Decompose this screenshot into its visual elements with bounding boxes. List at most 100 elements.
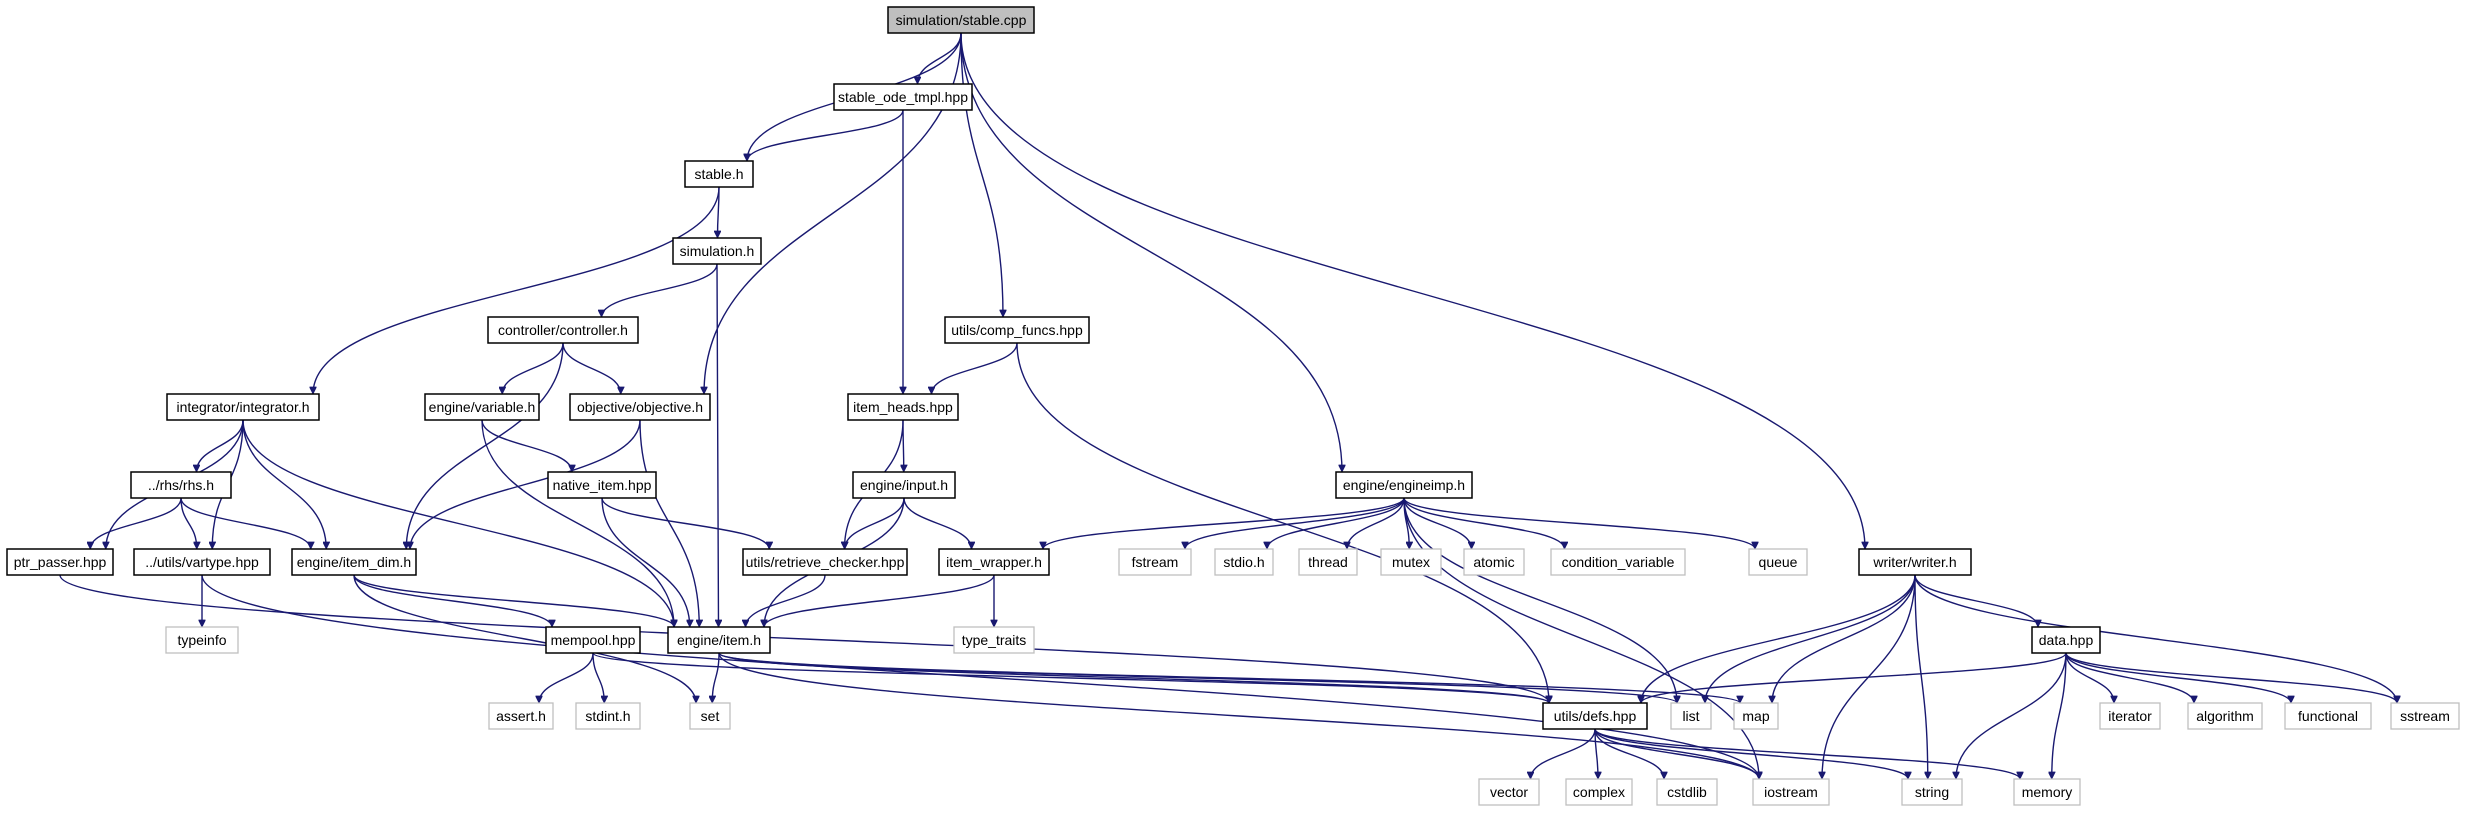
node-label: sstream <box>2400 708 2450 724</box>
node-item-h[interactable]: engine/item.h <box>667 626 771 654</box>
edge-stable_ode-to-stable_h <box>747 109 904 161</box>
edge-retrieve-to-item_h <box>746 574 826 627</box>
edge-engineimp-to-list <box>1403 497 1677 703</box>
node-label: set <box>701 708 720 724</box>
node-root[interactable]: simulation/stable.cpp <box>887 6 1035 34</box>
node-atomic[interactable]: atomic <box>1463 548 1525 576</box>
node-input[interactable]: engine/input.h <box>852 471 956 499</box>
node-box <box>742 548 908 576</box>
node-algorithm[interactable]: algorithm <box>2187 702 2263 730</box>
node-box <box>424 393 540 421</box>
node-objective[interactable]: objective/objective.h <box>569 393 711 421</box>
node-complex[interactable]: complex <box>1565 778 1633 806</box>
node-label: stdint.h <box>585 708 630 724</box>
node-iostream[interactable]: iostream <box>1752 778 1830 806</box>
node-memory[interactable]: memory <box>2013 778 2081 806</box>
node-label: engine/item_dim.h <box>297 554 411 570</box>
node-label: ../rhs/rhs.h <box>148 477 214 493</box>
node-typeinfo[interactable]: typeinfo <box>165 626 239 654</box>
node-box <box>487 316 639 344</box>
node-label: writer/writer.h <box>1872 554 1956 570</box>
node-stdio[interactable]: stdio.h <box>1214 548 1274 576</box>
node-condvar[interactable]: condition_variable <box>1550 548 1686 576</box>
node-label: stable.h <box>694 166 743 182</box>
node-box <box>130 471 232 499</box>
node-label: queue <box>1759 554 1798 570</box>
node-box <box>2390 702 2460 730</box>
node-box <box>852 471 956 499</box>
node-item-dim[interactable]: engine/item_dim.h <box>291 548 417 576</box>
node-comp-funcs[interactable]: utils/comp_funcs.hpp <box>944 316 1090 344</box>
edge-engineimp-to-stdio <box>1267 497 1405 549</box>
edge-variable-to-item_h <box>481 419 674 627</box>
node-label: cstdlib <box>1667 784 1707 800</box>
node-writer[interactable]: writer/writer.h <box>1858 548 1972 576</box>
node-label: ptr_passer.hpp <box>14 554 107 570</box>
node-label: assert.h <box>496 708 546 724</box>
node-variable[interactable]: engine/variable.h <box>424 393 540 421</box>
node-box <box>545 626 641 654</box>
node-cstdlib[interactable]: cstdlib <box>1656 778 1718 806</box>
node-label: controller/controller.h <box>498 322 628 338</box>
edge-engineimp-to-item_wrapper <box>1043 497 1405 549</box>
node-box <box>569 393 711 421</box>
node-string[interactable]: string <box>1901 778 1963 806</box>
node-label: engine/item.h <box>677 632 761 648</box>
node-type-traits[interactable]: type_traits <box>953 626 1035 654</box>
node-engineimp[interactable]: engine/engineimp.h <box>1335 471 1473 499</box>
node-integrator[interactable]: integrator/integrator.h <box>166 393 320 421</box>
node-label: mutex <box>1392 554 1430 570</box>
node-stdint-h[interactable]: stdint.h <box>575 702 641 730</box>
node-mempool[interactable]: mempool.hpp <box>545 626 641 654</box>
node-defs[interactable]: utils/defs.hpp <box>1542 702 1648 730</box>
node-box <box>1733 702 1779 730</box>
node-box <box>1901 778 1963 806</box>
node-item-heads[interactable]: item_heads.hpp <box>847 393 959 421</box>
node-set[interactable]: set <box>689 702 731 730</box>
node-box <box>291 548 417 576</box>
node-sstream[interactable]: sstream <box>2390 702 2460 730</box>
node-label: list <box>1682 708 1699 724</box>
node-label: type_traits <box>962 632 1027 648</box>
node-data-hpp[interactable]: data.hpp <box>2031 626 2101 654</box>
node-box <box>944 316 1090 344</box>
node-list[interactable]: list <box>1670 702 1712 730</box>
node-vector[interactable]: vector <box>1478 778 1540 806</box>
node-rhs[interactable]: ../rhs/rhs.h <box>130 471 232 499</box>
node-fstream[interactable]: fstream <box>1118 548 1192 576</box>
node-queue[interactable]: queue <box>1748 548 1808 576</box>
node-label: utils/comp_funcs.hpp <box>951 322 1083 338</box>
node-ptr-passer[interactable]: ptr_passer.hpp <box>6 548 114 576</box>
node-iterator[interactable]: iterator <box>2099 702 2161 730</box>
node-thread[interactable]: thread <box>1298 548 1358 576</box>
edge-engineimp-to-atomic <box>1403 497 1472 549</box>
node-label: vector <box>1490 784 1528 800</box>
node-item-wrapper[interactable]: item_wrapper.h <box>938 548 1050 576</box>
node-map[interactable]: map <box>1733 702 1779 730</box>
edge-data_hpp-to-memory <box>2052 652 2067 779</box>
edge-defs-to-complex <box>1594 728 1598 779</box>
node-controller[interactable]: controller/controller.h <box>487 316 639 344</box>
edge-defs-to-iostream <box>1594 728 1759 779</box>
node-simulation-h[interactable]: simulation.h <box>672 237 762 265</box>
edge-item_wrapper-to-item_h <box>764 574 995 627</box>
node-box <box>667 626 771 654</box>
node-label: utils/retrieve_checker.hpp <box>746 554 905 570</box>
edge-item_h-to-set <box>712 652 720 703</box>
node-box <box>1550 548 1686 576</box>
node-native-item[interactable]: native_item.hpp <box>547 471 657 499</box>
node-retrieve[interactable]: utils/retrieve_checker.hpp <box>742 548 908 576</box>
node-mutex[interactable]: mutex <box>1380 548 1442 576</box>
edge-writer-to-list <box>1705 574 1916 703</box>
node-functional[interactable]: functional <box>2284 702 2372 730</box>
node-stable-ode[interactable]: stable_ode_tmpl.hpp <box>833 83 973 111</box>
node-box <box>833 83 973 111</box>
node-label: condition_variable <box>1562 554 1675 570</box>
node-assert-h[interactable]: assert.h <box>488 702 554 730</box>
edge-item_h-to-map <box>718 652 1740 703</box>
node-label: simulation/stable.cpp <box>896 12 1027 28</box>
node-label: ../utils/vartype.hpp <box>145 554 259 570</box>
node-box <box>2099 702 2161 730</box>
node-stable-h[interactable]: stable.h <box>684 160 754 188</box>
node-vartype[interactable]: ../utils/vartype.hpp <box>133 548 271 576</box>
